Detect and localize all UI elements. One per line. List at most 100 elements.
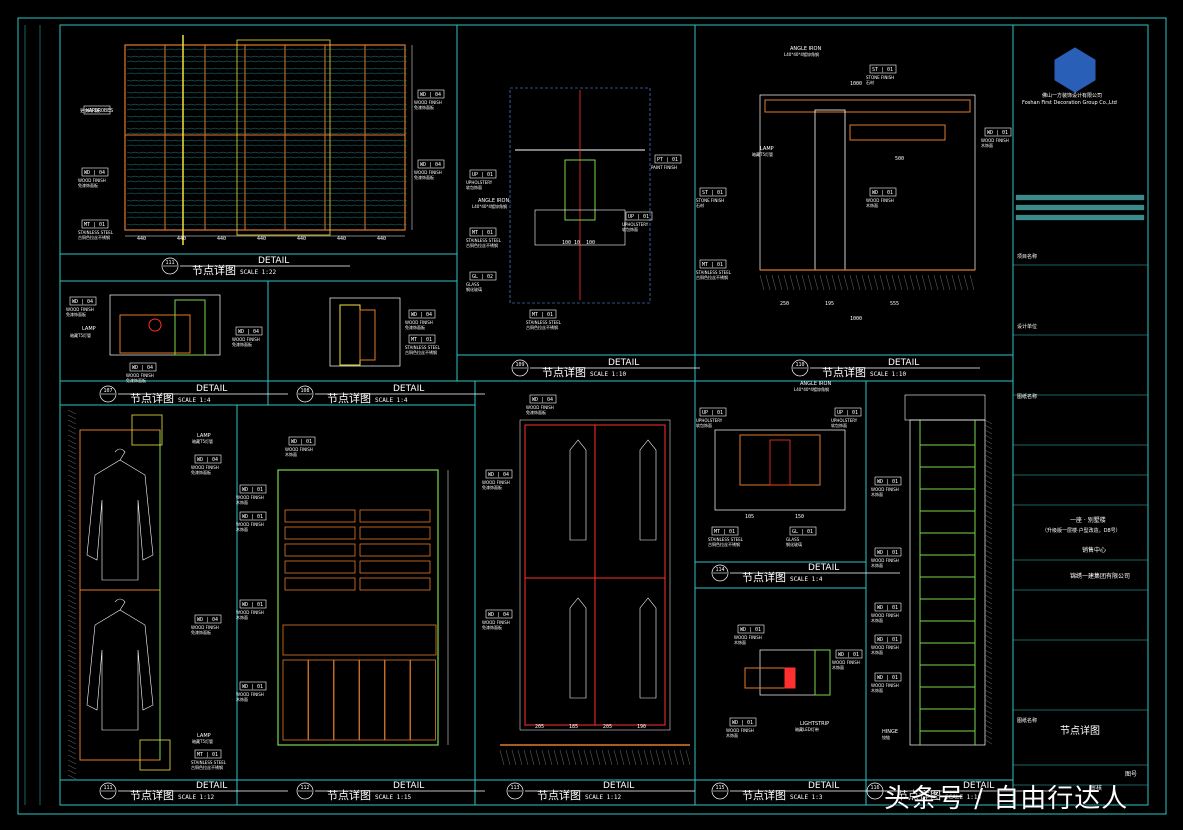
tag-label: GLASS [466, 282, 480, 287]
lightstrip-cn: 暗藏LED灯带 [795, 726, 819, 732]
title-bar [1015, 194, 1145, 201]
wall-hatch [67, 619, 77, 625]
wall-hatch [984, 639, 993, 645]
wall-hatch [984, 729, 993, 735]
detail-110-column [814, 109, 846, 271]
tag-label-cn: 木饰面 [871, 491, 883, 497]
detail-number: 110 [795, 362, 804, 368]
detail-114-body [739, 434, 821, 486]
tag-label-cn: 木饰面 [236, 526, 248, 532]
wall-hatch [984, 589, 993, 595]
detail-110-shelf [849, 124, 946, 141]
coat-outline [86, 609, 154, 731]
wall-hatch [984, 509, 993, 515]
title-bar [1015, 214, 1145, 221]
wall-hatch [984, 544, 993, 550]
tag-label: STAINLESS STEEL [696, 270, 732, 275]
tag-code: WD | 04 [488, 612, 509, 618]
wall-hatch [67, 489, 77, 495]
tag-box [69, 296, 97, 306]
tag-label: WOOD FINISH [981, 138, 1009, 143]
detail-107-frame [109, 294, 221, 356]
tag-code: PT | 01 [657, 157, 678, 163]
wall-hatch [67, 529, 77, 535]
tag-code: WD | 01 [242, 487, 263, 493]
wall-hatch [984, 654, 993, 660]
garment [569, 439, 587, 541]
hinge-label: HINGE [882, 729, 898, 735]
tag-box [869, 187, 897, 197]
tag-code: UP | 01 [837, 410, 858, 416]
detail-109-dashed [509, 87, 651, 304]
detail-word: DETAIL [603, 781, 634, 791]
detail-number: 111 [165, 260, 174, 266]
wall-hatch [67, 544, 77, 550]
tag-label-cn: 木饰面 [871, 687, 883, 693]
dimension-value: 500 [895, 156, 904, 162]
detail-scale: SCALE 1:4 [375, 397, 408, 404]
tag-label: WOOD FINISH [236, 522, 264, 527]
drawer-front [359, 526, 431, 540]
wall-hatch [67, 524, 77, 530]
detail-number: 111 [103, 785, 112, 791]
wood-grain-line [126, 211, 408, 214]
ground-hatch [957, 274, 963, 291]
hanger-hook [114, 448, 126, 461]
wall-hatch [67, 689, 77, 695]
wall-hatch [67, 639, 77, 645]
ground-hatch [963, 274, 969, 291]
tag-box [194, 454, 222, 464]
wall-hatch [984, 724, 993, 730]
lower-door [384, 659, 411, 741]
tag-box [874, 672, 902, 682]
ground-hatch [523, 749, 529, 766]
wall-hatch [984, 699, 993, 705]
wall-hatch [67, 519, 77, 525]
garment-outline [639, 597, 657, 699]
detail-number-circle [511, 359, 529, 377]
tag-box [288, 436, 316, 446]
detail-word: DETAIL [393, 384, 424, 394]
wall-hatch [67, 479, 77, 485]
tag-label-cn: 木饰面 [726, 732, 738, 738]
detail-number-circle [791, 359, 809, 377]
angle-iron-spec: L40*40*4镀锌角钢 [784, 51, 819, 57]
angle-iron-spec: L40*40*4镀锌角钢 [472, 203, 507, 209]
wall-hatch [67, 614, 77, 620]
tag-label-cn: 古铜色拉丝不锈钢 [466, 242, 498, 248]
wall-hatch [984, 574, 993, 580]
tag-label: WOOD FINISH [414, 100, 442, 105]
wall-hatch [67, 764, 77, 770]
tag-label-cn: 木饰面 [832, 664, 844, 670]
project-name: 一座 · 别墅楼 [1070, 516, 1106, 524]
detail-scale: SCALE 1:4 [790, 576, 823, 583]
wall-hatch [984, 674, 993, 680]
hinge-cn: 铰链 [882, 734, 890, 740]
detail-word: DETAIL [196, 781, 227, 791]
wall-hatch [984, 634, 993, 640]
tag-code: WD | 01 [877, 675, 898, 681]
wall-hatch [67, 414, 77, 420]
tag-label: WOOD FINISH [866, 198, 894, 203]
ground-hatch [915, 274, 921, 291]
wall-hatch [67, 699, 77, 705]
dimension-value: 555 [890, 301, 899, 307]
tag-label-cn: 钢化玻璃 [466, 286, 482, 292]
drawing-name: 节点详图 [1060, 724, 1100, 737]
wall-hatch [67, 604, 77, 610]
wall-hatch [984, 739, 993, 745]
tag-code: WD | 01 [872, 190, 893, 196]
tag-code: WD | 04 [84, 170, 105, 176]
company-logo [1054, 47, 1096, 93]
wall-hatch [984, 534, 993, 540]
wall-hatch [984, 689, 993, 695]
wall-hatch [984, 679, 993, 685]
tag-code: WD | 01 [740, 627, 761, 633]
tag-box [529, 309, 557, 319]
ground-hatch [825, 274, 831, 291]
